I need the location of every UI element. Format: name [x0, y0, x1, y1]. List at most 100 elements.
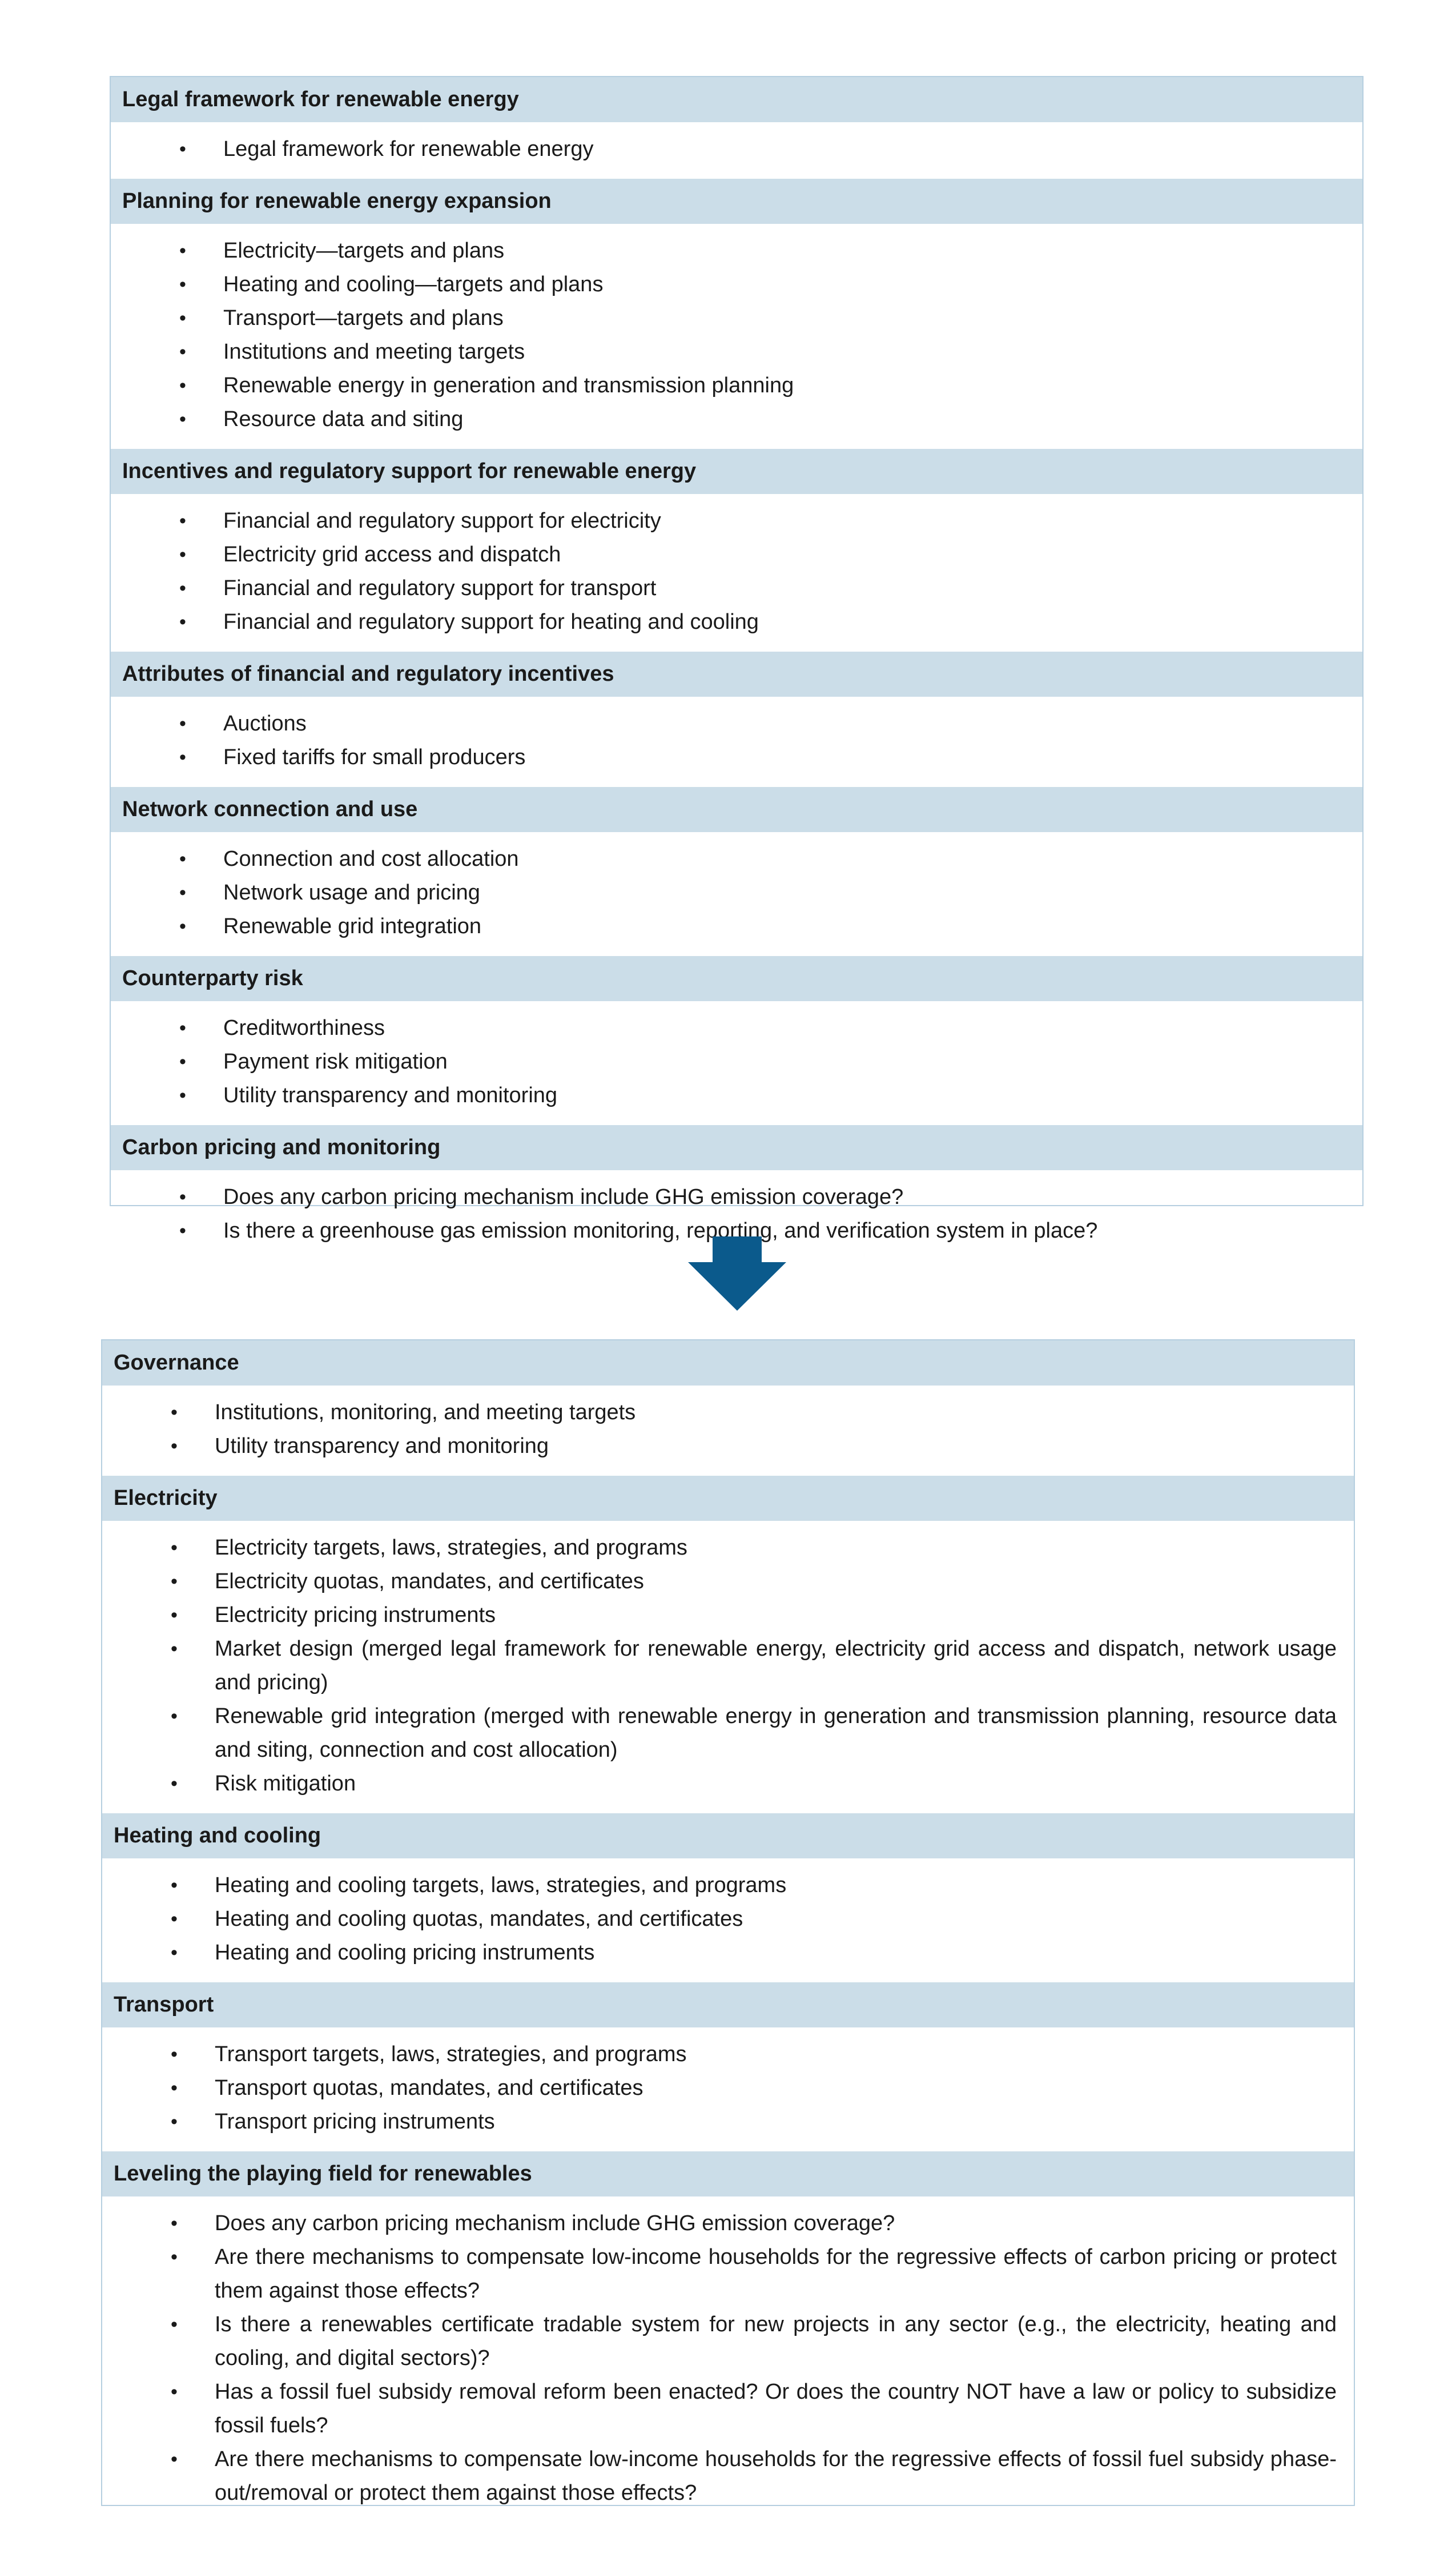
indicator-section: Heating and cooling • Heating and cooling …	[102, 1813, 1354, 1982]
item-text: Financial and regulatory support for tra…	[223, 576, 657, 600]
bullet-icon: •	[179, 882, 186, 903]
list-item: •Legal framework for renewable energy	[111, 132, 1362, 166]
list-item: • Electricity targets, laws, strategies, …	[102, 1531, 1354, 1565]
bullet-icon: •	[171, 1537, 178, 1559]
bullet-icon: •	[179, 341, 186, 363]
item-text: Transport targets, laws, strategies, and…	[215, 2042, 687, 2066]
section-items: •Creditworthiness•Payment risk mitigatio…	[111, 1001, 1362, 1125]
bullet-icon: •	[171, 2077, 178, 2099]
list-item: • Market design (merged legal framework f…	[102, 1632, 1354, 1700]
item-text: Has a fossil fuel subsidy removal reform…	[215, 2380, 1337, 2438]
item-text: Resource data and siting	[223, 407, 464, 431]
item-text: Electricity quotas, mandates, and certif…	[215, 1569, 644, 1593]
list-item: •Financial and regulatory support for el…	[111, 504, 1362, 538]
list-item: •Auctions	[111, 707, 1362, 741]
bullet-icon: •	[179, 1186, 186, 1208]
item-text: Heating and cooling—targets and plans	[223, 272, 604, 296]
item-text: Utility transparency and monitoring	[215, 1434, 549, 1458]
bullet-icon: •	[179, 1085, 186, 1106]
item-text: Financial and regulatory support for ele…	[223, 509, 661, 533]
indicator-section: Leveling the playing field for renewable…	[102, 2151, 1354, 2523]
list-item: •Utility transparency and monitoring	[102, 1429, 1354, 1463]
list-item: • Network usage and pricing	[111, 876, 1362, 910]
bullet-icon: •	[179, 577, 186, 599]
list-item: •Creditworthiness	[111, 1011, 1362, 1045]
list-item: • Electricity pricing instruments	[102, 1599, 1354, 1632]
indicator-section: Counterparty risk•Creditworthiness•Payme…	[111, 956, 1362, 1125]
item-text: Heating and cooling pricing instruments	[215, 1941, 595, 1965]
bullet-icon: •	[171, 2381, 178, 2403]
list-item: • Renewable energy in generation and tran…	[111, 369, 1362, 403]
item-text: Heating and cooling quotas, mandates, an…	[215, 1907, 743, 1931]
list-item: •Are there mechanisms to compensate low-…	[102, 2240, 1354, 2308]
item-text: Market design (merged legal framework fo…	[215, 1637, 1337, 1694]
item-text: Network usage and pricing	[223, 881, 480, 905]
list-item: • Are there mechanisms to compensate low-…	[102, 2443, 1354, 2510]
list-item: •Risk mitigation	[102, 1767, 1354, 1801]
item-text: Does any carbon pricing mechanism includ…	[223, 1185, 904, 1209]
bullet-icon: •	[179, 375, 186, 396]
list-item: • Electricity quotas, mandates, and certi…	[102, 1565, 1354, 1599]
bullet-icon: •	[179, 1017, 186, 1039]
bullet-icon: •	[171, 2212, 178, 2234]
bullet-icon: •	[171, 1942, 178, 1963]
item-text: Does any carbon pricing mechanism includ…	[215, 2211, 895, 2235]
bullet-icon: •	[179, 1220, 186, 1242]
list-item: •Payment risk mitigation	[111, 1045, 1362, 1079]
bullet-icon: •	[179, 915, 186, 937]
section-title: Incentives and regulatory support for re…	[111, 449, 1362, 494]
bullet-icon: •	[171, 1874, 178, 1896]
list-item: •Renewable grid integration (merged with…	[102, 1700, 1354, 1767]
item-text: Electricity targets, laws, strategies, a…	[215, 1536, 687, 1560]
bullet-icon: •	[179, 240, 186, 262]
section-title: Attributes of financial and regulatory i…	[111, 652, 1362, 697]
list-item: • Heating and cooling pricing instruments	[102, 1936, 1354, 1970]
item-text: Renewable grid integration (merged with …	[215, 1704, 1337, 1762]
item-text: Are there mechanisms to compensate low-i…	[215, 2245, 1337, 2303]
list-item: •Fixed tariffs for small producers	[111, 741, 1362, 774]
list-item: •Electricity grid access and dispatch	[111, 538, 1362, 572]
indicator-section: Electricity•Electricity targets, laws, s…	[102, 1476, 1354, 1813]
bullet-icon: •	[171, 1571, 178, 1592]
item-text: Transport quotas, mandates, and certific…	[215, 2076, 643, 2100]
item-text: Heating and cooling targets, laws, strat…	[215, 1873, 787, 1897]
bullet-icon: •	[171, 2043, 178, 2065]
item-text: Electricity—targets and plans	[223, 239, 505, 263]
section-title: Legal framework for renewable energy	[111, 77, 1362, 122]
bullet-icon: •	[171, 2314, 178, 2335]
list-item: • Has a fossil fuel subsidy removal refor…	[102, 2375, 1354, 2443]
item-text: Legal framework for renewable energy	[223, 137, 594, 161]
item-text: Auctions	[223, 712, 307, 736]
list-item: •Institutions and meeting targets	[111, 335, 1362, 369]
bullet-icon: •	[171, 1604, 178, 1626]
list-item: • Institutions, monitoring, and meeting t…	[102, 1396, 1354, 1429]
list-item: • Financial and regulatory support for tr…	[111, 572, 1362, 605]
section-title: Network connection and use	[111, 787, 1362, 832]
item-text: Electricity pricing instruments	[215, 1603, 496, 1627]
bullet-icon: •	[171, 1402, 178, 1423]
list-item: • Heating and cooling targets, laws, stra…	[102, 1869, 1354, 1902]
down-arrow-icon	[688, 1236, 786, 1311]
indicator-section: Carbon pricing and monitoring • Does any c…	[111, 1125, 1362, 1260]
list-item: • Does any carbon pricing mechanism inclu…	[102, 2207, 1354, 2240]
list-item: •Transport pricing instruments	[102, 2105, 1354, 2139]
list-item: •Is there a greenhouse gas emission moni…	[111, 1214, 1362, 1248]
section-title: Heating and cooling	[102, 1813, 1354, 1858]
item-text: Are there mechanisms to compensate low-i…	[215, 2447, 1337, 2505]
list-item: •Financial and regulatory support for he…	[111, 605, 1362, 639]
bullet-icon: •	[171, 1638, 178, 1660]
list-item: •Renewable grid integration	[111, 910, 1362, 943]
section-title: Carbon pricing and monitoring	[111, 1125, 1362, 1170]
item-text: Renewable energy in generation and trans…	[223, 374, 794, 397]
bullet-icon: •	[171, 1908, 178, 1930]
bullet-icon: •	[171, 2111, 178, 2133]
indicator-section: Transport•Transport targets, laws, strat…	[102, 1982, 1354, 2151]
section-title: Planning for renewable energy expansion	[111, 179, 1362, 224]
bullet-icon: •	[171, 2448, 178, 2470]
item-text: Institutions, monitoring, and meeting ta…	[215, 1400, 636, 1424]
bullet-icon: •	[179, 746, 186, 768]
indicator-section: Incentives and regulatory support for re…	[111, 449, 1362, 652]
list-item: •Transport—targets and plans	[111, 302, 1362, 335]
item-text: Connection and cost allocation	[223, 847, 519, 871]
list-item: •Connection and cost allocation	[111, 842, 1362, 876]
